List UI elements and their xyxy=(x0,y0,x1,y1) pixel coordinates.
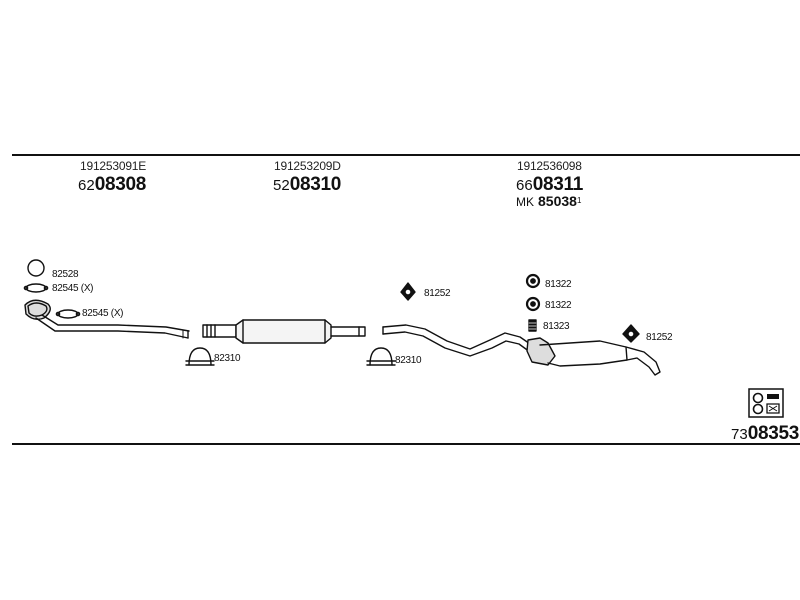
label-gasket-82545-pipe: 82545 (X) xyxy=(82,308,124,319)
rear-silencer-08311 xyxy=(382,324,661,376)
oe-number-rear-silencer: 1912536098 xyxy=(517,159,582,173)
sealing-ring-82528 xyxy=(27,259,45,277)
front-pipe-08308 xyxy=(24,299,190,339)
part-number-prefix: 66 xyxy=(516,177,533,194)
oe-number-middle-silencer: 191253209D xyxy=(274,159,341,173)
rubber-ring-81322-b xyxy=(525,296,541,312)
rubber-hanger-81252-b xyxy=(622,324,640,343)
kit-prefix: MK xyxy=(516,195,534,209)
part-number-front-pipe: 6208308 xyxy=(78,175,146,196)
label-hanger-81252-b: 81252 xyxy=(646,332,673,343)
label-ring-81322-a: 81322 xyxy=(545,279,572,290)
label-bolt-81323: 81323 xyxy=(543,321,570,332)
bolt-81323 xyxy=(528,319,537,332)
part-number-rear-silencer: 6608311 xyxy=(516,175,583,196)
oe-number-front-pipe: 191253091E xyxy=(80,159,147,173)
part-number-main: 08311 xyxy=(532,174,584,195)
part-number-middle-silencer: 5208310 xyxy=(273,175,341,196)
mounting-kit-reference: MK 850381 xyxy=(516,194,581,209)
middle-silencer-08310 xyxy=(202,319,366,344)
label-clamp-82310-right: 82310 xyxy=(395,355,422,366)
part-number-prefix: 73 xyxy=(731,426,748,443)
part-number-prefix: 62 xyxy=(78,177,95,194)
bottom-divider-line xyxy=(12,443,800,445)
label-ring-82528: 82528 xyxy=(52,269,79,280)
kit-number: 85038 xyxy=(538,193,577,209)
part-number-main: 08353 xyxy=(747,423,800,444)
gasket-82545-pipe xyxy=(55,309,81,319)
mounting-kit-icon xyxy=(748,388,784,418)
kit-note: 1 xyxy=(576,196,582,205)
part-number-prefix: 52 xyxy=(273,177,290,194)
label-clamp-82310-left: 82310 xyxy=(214,353,241,364)
rubber-ring-81322-a xyxy=(525,273,541,289)
rubber-hanger-81252-a xyxy=(400,282,416,301)
label-hanger-81252-a: 81252 xyxy=(424,288,451,299)
label-gasket-82545-top: 82545 (X) xyxy=(52,283,94,294)
gasket-82545-top xyxy=(23,283,49,293)
label-ring-81322-b: 81322 xyxy=(545,300,572,311)
clamp-82310-left xyxy=(185,347,215,366)
part-number-main: 08310 xyxy=(289,174,342,195)
part-number-main: 08308 xyxy=(94,174,147,195)
part-number-mounting-kit: 7308353 xyxy=(731,424,799,445)
clamp-82310-right xyxy=(366,347,396,366)
top-divider-line xyxy=(12,154,800,156)
